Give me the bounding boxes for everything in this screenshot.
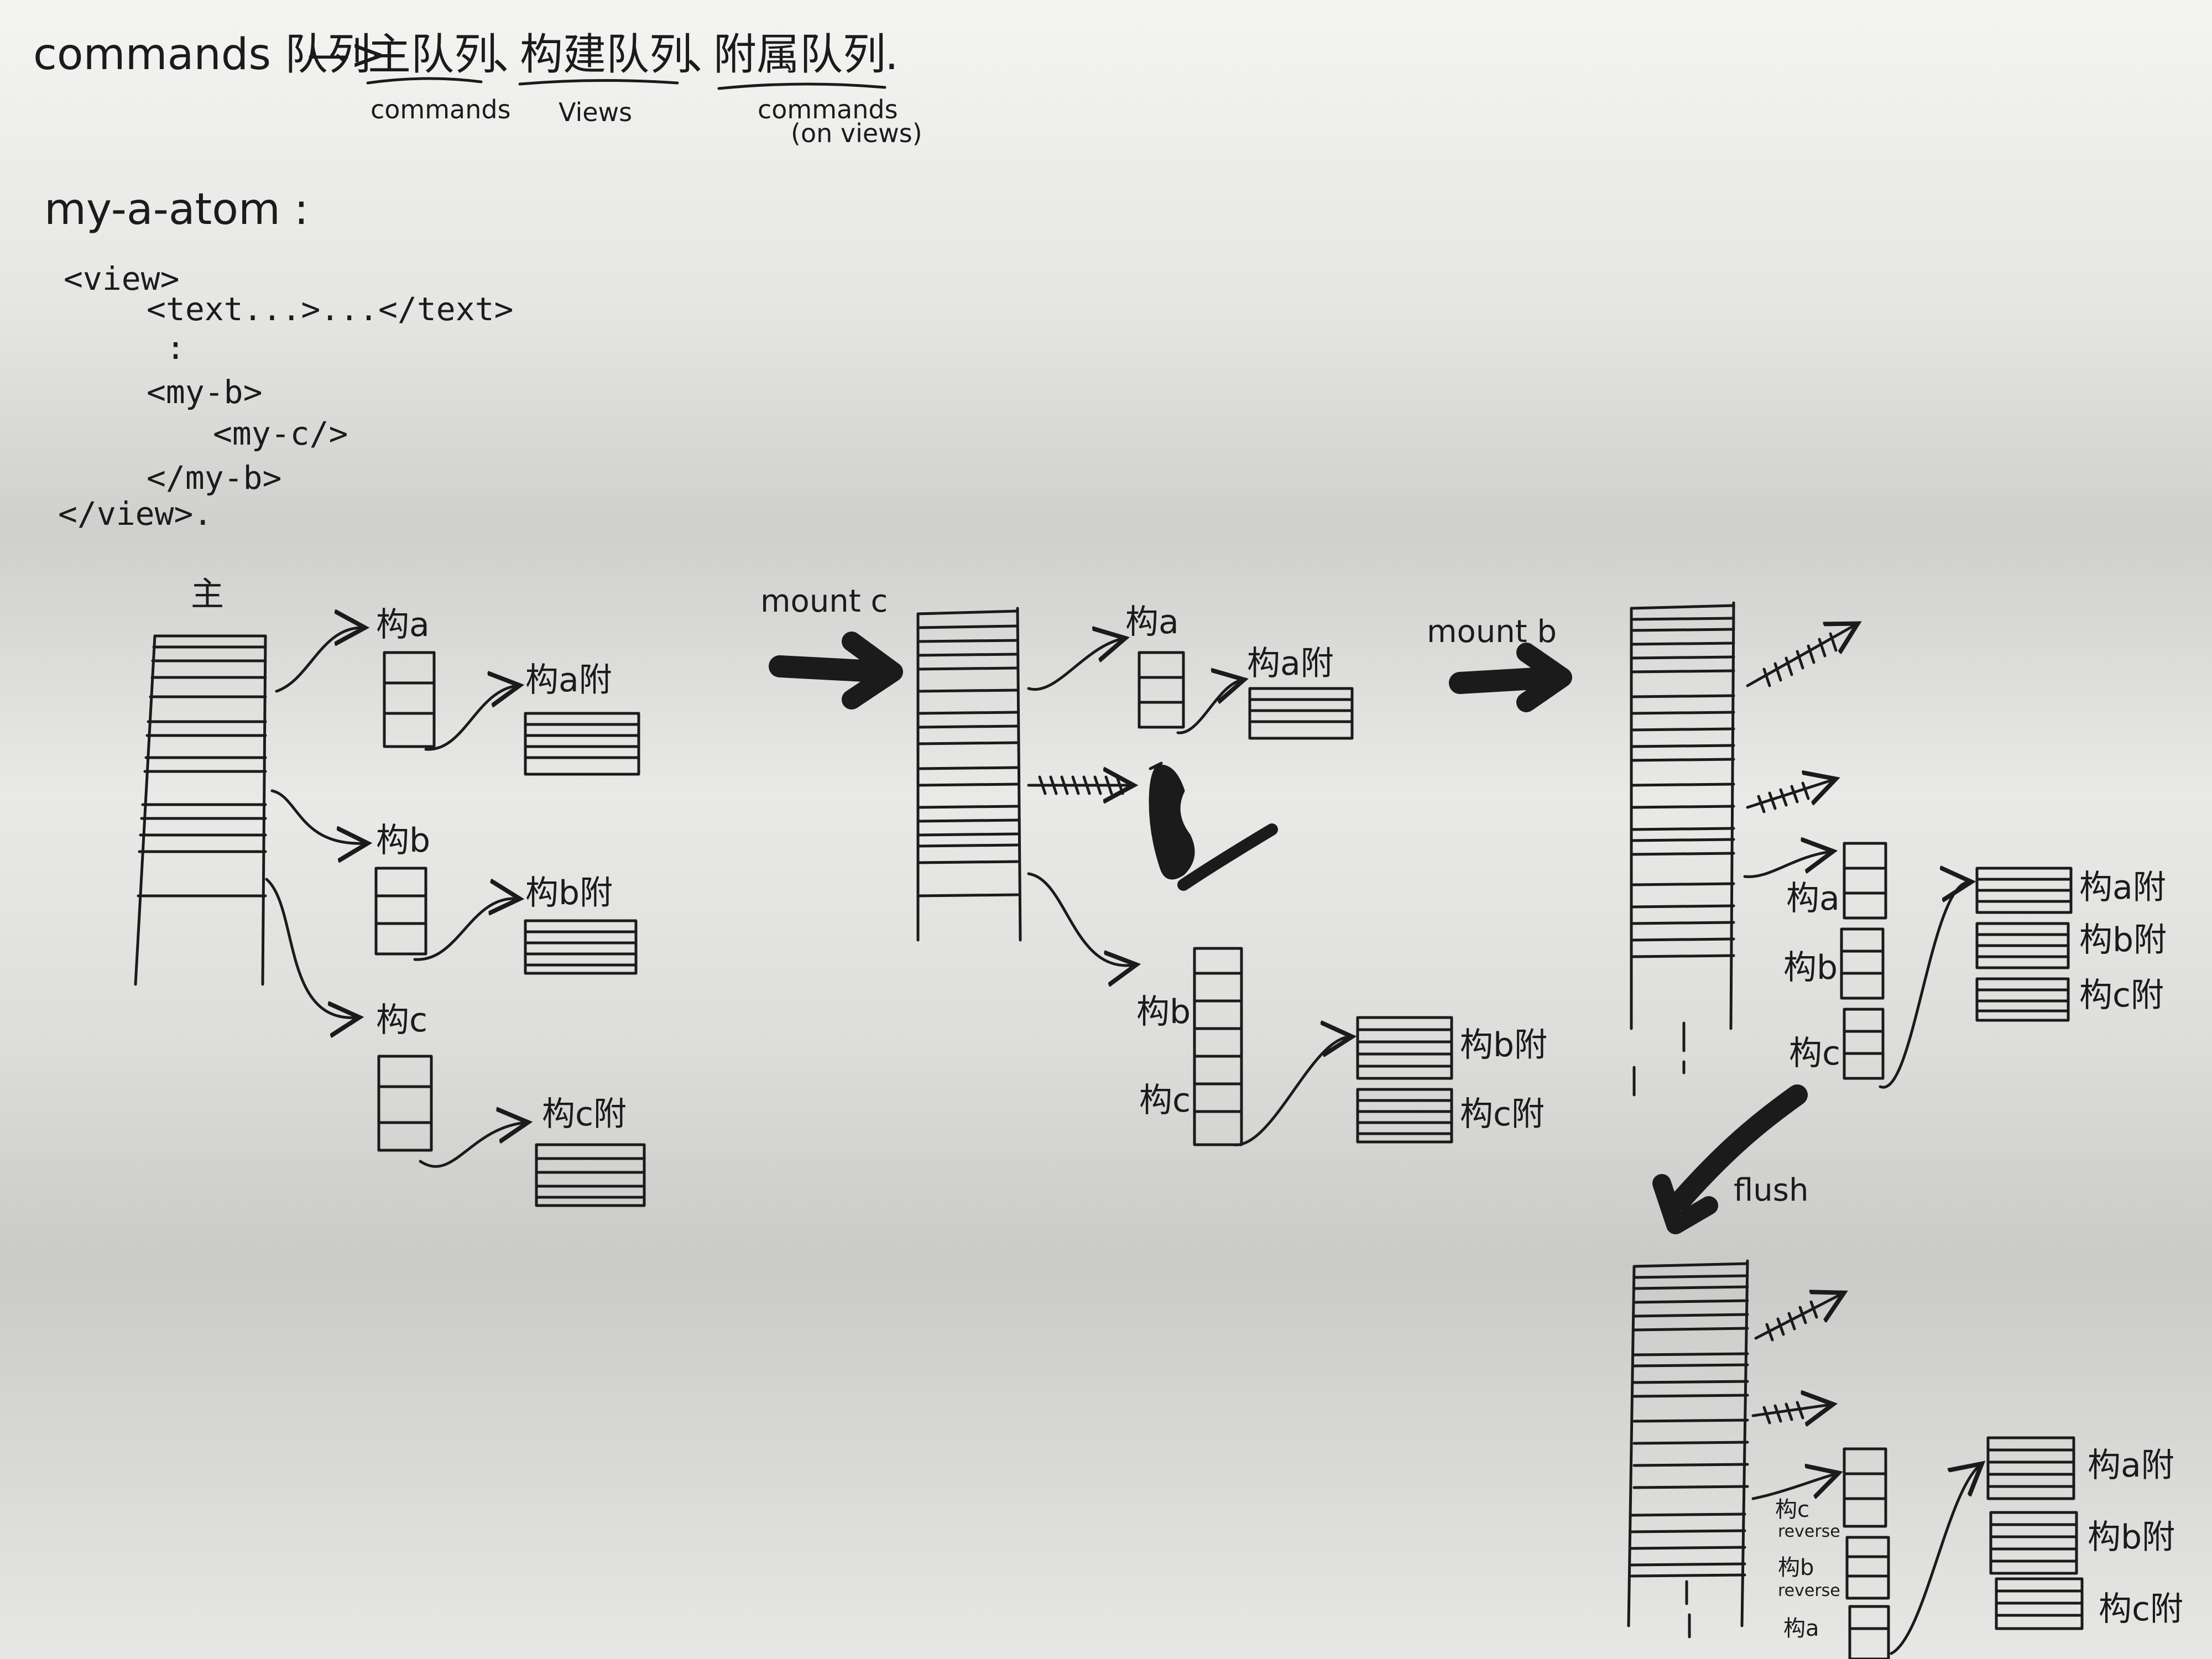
header-arrow: —> — [307, 30, 387, 80]
stage4-reverse-c-label: reverse — [1778, 1522, 1840, 1541]
stage2-attach-c-box — [1356, 1088, 1453, 1144]
stage2-build-b-label: 构b — [1136, 993, 1191, 1031]
stage3-attach-c-label: 构c附 — [2079, 976, 2164, 1015]
stage3-link-build — [1743, 852, 1830, 878]
stage1-link-attach-a — [424, 686, 517, 751]
stage1-link-b — [270, 789, 365, 843]
stage4-build-b-label: 构b — [1778, 1555, 1814, 1580]
stage3-attach-stack — [1975, 867, 2073, 1022]
main-queue-text: 主队列 — [368, 30, 498, 80]
stage4-attach-c-label: 构c附 — [2099, 1590, 2183, 1629]
code-line-text: <text...>...</text> — [147, 290, 514, 328]
attach-queue-note-1: commands — [758, 95, 898, 124]
stage3-attach-b-label: 构b附 — [2079, 921, 2167, 959]
commands-queue-text: commands 队列 — [33, 30, 371, 80]
code-line-ellipsis: : — [166, 329, 185, 367]
stage1-attach-b-label: 构b附 — [525, 874, 613, 912]
stage2-link-bc — [1027, 872, 1134, 966]
stage4-attach-a-label: 构a附 — [2088, 1446, 2174, 1485]
stage2-attach-a-box — [1248, 687, 1354, 740]
stage1-main-queue — [134, 634, 267, 986]
stage2-link-a — [1027, 639, 1123, 691]
stage3-build-c-label: 构c — [1789, 1034, 1840, 1073]
stage1-build-b-label: 构b — [376, 821, 431, 860]
stage1-attach-c-label: 构c附 — [542, 1095, 627, 1134]
stage1-link-a — [275, 628, 362, 693]
stage1-attach-c-box — [535, 1143, 646, 1207]
stage2-big-arrow — [769, 655, 896, 683]
stage2-main-queue — [916, 607, 1022, 942]
stage2-attach-a-label: 构a附 — [1247, 644, 1334, 683]
stage2-attach-b-label: 构b附 — [1460, 1026, 1548, 1065]
stage1-build-c-box — [377, 1055, 433, 1152]
stage2-build-a-box — [1138, 651, 1185, 729]
stage4-link-build — [1751, 1474, 1836, 1500]
stage1-link-c — [265, 878, 357, 1018]
stage2-build-a-label: 构a — [1125, 603, 1179, 641]
header-sep-2: 、 — [686, 30, 729, 80]
stage2-arrow-label: mount c — [760, 583, 888, 619]
code-line-view-close: </view>. — [58, 495, 213, 533]
component-title: my-a-atom : — [44, 185, 309, 234]
stage3-big-arrow — [1449, 666, 1565, 694]
stage2-link-attach-a — [1176, 680, 1241, 734]
stage1-build-a-box — [383, 651, 436, 748]
attach-queue-underline — [717, 82, 886, 90]
stage1-main-label: 主 — [191, 575, 224, 614]
stage3-arrow-label: mount b — [1427, 614, 1557, 650]
stage4-attach-b-label: 构b附 — [2088, 1518, 2176, 1557]
attach-queue-note-2: (on views) — [791, 118, 922, 148]
stage2-scribble — [1149, 761, 1195, 880]
stage3-crossed-pointer-1 — [1746, 625, 1855, 687]
stage1-attach-a-label: 构a附 — [525, 661, 612, 700]
stage4-build-a-label: 构a — [1783, 1616, 1819, 1641]
main-queue-note: commands — [371, 95, 511, 124]
stage2-build-c-label: 构c — [1139, 1081, 1191, 1120]
stage4-build-c-label: 构c — [1775, 1497, 1809, 1522]
stage1-link-attach-c — [419, 1123, 525, 1168]
stage3-build-b-label: 构b — [1783, 948, 1838, 987]
build-queue-note: Views — [559, 97, 633, 127]
stage4-main-queue — [1627, 1259, 1749, 1639]
stage3-link-attach — [1879, 882, 1969, 1089]
stage4-arrow-label: flush — [1734, 1172, 1809, 1208]
stage1-build-a-label: 构a — [376, 606, 430, 644]
attach-queue-text: 附属队列 — [713, 30, 886, 80]
stage3-main-queue — [1630, 601, 1735, 1097]
stage4-reverse-b-label: reverse — [1778, 1581, 1840, 1600]
code-line-my-b-close: </my-b> — [147, 459, 282, 497]
flush-big-arrow — [1671, 1084, 1808, 1211]
stage2-build-bc-box — [1193, 947, 1243, 1146]
build-queue-underline — [518, 79, 679, 86]
main-queue-underline — [366, 77, 483, 85]
stage3-attach-a-label: 构a附 — [2079, 868, 2166, 907]
stage3-build-a-label: 构a — [1786, 879, 1840, 918]
stage1-attach-b-box — [524, 919, 638, 975]
stage1-attach-a-box — [524, 712, 640, 776]
header-period: . — [885, 30, 899, 80]
stage1-link-attach-b — [413, 899, 517, 961]
stage4-build-stack — [1843, 1447, 1890, 1659]
stage2-link-attach-bc — [1232, 1037, 1349, 1146]
stage4-link-attach — [1890, 1465, 1980, 1655]
header-sep-1: 、 — [492, 30, 536, 80]
code-line-my-c: <my-c/> — [213, 415, 348, 452]
build-queue-text: 构建队列 — [520, 30, 693, 80]
code-line-view-open: <view> — [64, 260, 180, 298]
stage4-attach-stack — [1986, 1436, 2084, 1630]
code-line-my-b-open: <my-b> — [147, 373, 263, 411]
stage2-attach-c-label: 构c附 — [1460, 1095, 1545, 1134]
stage1-build-c-label: 构c — [376, 1001, 427, 1040]
stage2-attach-b-box — [1356, 1016, 1453, 1080]
stage3-build-stack — [1840, 842, 1887, 1080]
stage1-build-b-box — [374, 867, 427, 956]
